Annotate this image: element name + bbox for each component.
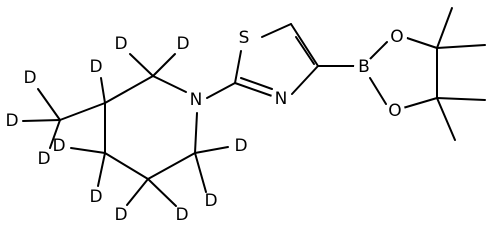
bond-d-c2-left xyxy=(129,53,154,77)
oxygen-bottom-label: O xyxy=(388,101,401,121)
bond-c2-s xyxy=(234,50,242,84)
deuterium-label: D xyxy=(114,34,127,54)
bond-b-otop xyxy=(369,41,388,60)
bond-d-c5-left xyxy=(126,178,149,206)
bond-d-c5-right xyxy=(147,178,177,207)
deuterium-label: D xyxy=(89,187,102,207)
bond-d-methyl-left xyxy=(22,119,61,122)
bond-d-c3 xyxy=(100,77,106,104)
bond-c4-c5 xyxy=(104,152,149,180)
bond-n3-c2-double xyxy=(240,77,273,90)
boron-atom-label: B xyxy=(358,57,370,77)
deuterium-label: D xyxy=(23,68,36,88)
sulfur-atom-label: S xyxy=(239,28,250,48)
bond-c5-c4-inner xyxy=(295,36,315,65)
bond-c2-npip xyxy=(206,82,236,99)
bond-d-c4-left xyxy=(70,147,106,154)
bond-methyl-bot-down xyxy=(436,97,456,141)
bond-c5-c6 xyxy=(147,152,196,180)
molecule-structure: S N N B O O D D D D D D D D D D D D D xyxy=(5,7,486,225)
bond-s-c5 xyxy=(261,23,292,38)
bond-layer xyxy=(22,7,486,207)
deuterium-label: D xyxy=(5,111,18,131)
deuterium-label: D xyxy=(204,191,217,211)
bond-d-c6-right xyxy=(194,146,229,154)
deuterium-label: D xyxy=(114,205,127,225)
deuterium-label-layer: D D D D D D D D D D D D D xyxy=(5,34,247,225)
bond-d-c2-right xyxy=(152,53,176,77)
bond-methyl-top-up xyxy=(436,7,453,49)
bond-c6-npip xyxy=(194,112,198,154)
bond-methyl-bot-right xyxy=(436,97,486,101)
deuterium-label: D xyxy=(234,136,247,156)
deuterium-label: D xyxy=(176,34,189,54)
bond-n3-c2 xyxy=(234,82,273,97)
deuterium-label: D xyxy=(89,57,102,77)
bond-c-obot xyxy=(402,97,438,109)
bond-obot-b xyxy=(369,77,387,105)
deuterium-label: D xyxy=(37,149,50,169)
bond-d-c6-down xyxy=(194,152,207,193)
bond-npip-c2 xyxy=(152,75,187,93)
oxygen-top-label: O xyxy=(390,27,403,47)
bond-methyl-top-right xyxy=(436,44,486,49)
thiazole-nitrogen-label: N xyxy=(275,89,288,109)
bond-d-methyl-top xyxy=(37,88,61,121)
bond-c5-c4 xyxy=(290,23,319,67)
bond-c4-n3 xyxy=(291,65,319,95)
bond-d-methyl-bottom xyxy=(49,119,61,149)
bond-otop-c xyxy=(406,37,438,49)
bond-c3-methyl xyxy=(59,102,106,121)
atom-label-layer: S N N B O O xyxy=(186,27,407,121)
deuterium-label: D xyxy=(175,205,188,225)
piperidine-nitrogen-label: N xyxy=(190,90,203,110)
bond-c2-c3 xyxy=(104,75,154,104)
deuterium-label: D xyxy=(52,136,65,156)
bond-d-c4-down xyxy=(97,152,106,187)
